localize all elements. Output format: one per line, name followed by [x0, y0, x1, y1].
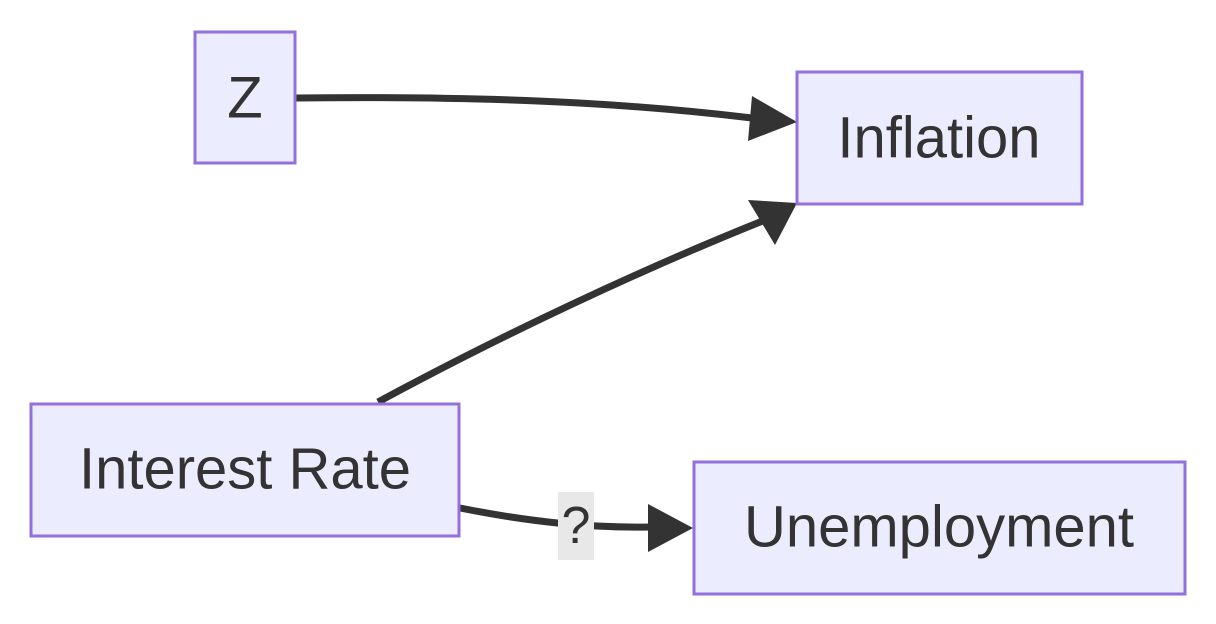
node-box — [795, 70, 1084, 206]
edge-interest-rate-to-inflation — [376, 200, 797, 406]
edge-line — [376, 216, 767, 406]
edge-label: ? — [562, 497, 591, 555]
node-box — [692, 460, 1187, 596]
edge-line — [295, 94, 753, 122]
node-inflation[interactable]: Inflation — [795, 70, 1084, 206]
arrowhead-icon — [748, 96, 797, 141]
node-label: Unemployment — [744, 495, 1134, 560]
node-label: Z — [227, 66, 262, 131]
node-label: Inflation — [837, 106, 1040, 171]
edge-line — [459, 504, 651, 531]
edge-interest-rate-to-unemployment: ? — [459, 492, 693, 560]
node-label: Interest Rate — [79, 437, 411, 502]
node-z[interactable]: Z — [193, 30, 297, 165]
node-box — [193, 30, 297, 165]
edge-z-to-inflation — [295, 94, 797, 141]
node-box — [29, 402, 461, 538]
edge-label-background — [558, 492, 594, 560]
arrowhead-icon — [748, 200, 797, 245]
node-interest-rate[interactable]: Interest Rate — [29, 402, 461, 538]
arrowhead-icon — [648, 504, 693, 552]
node-unemployment[interactable]: Unemployment — [692, 460, 1187, 596]
